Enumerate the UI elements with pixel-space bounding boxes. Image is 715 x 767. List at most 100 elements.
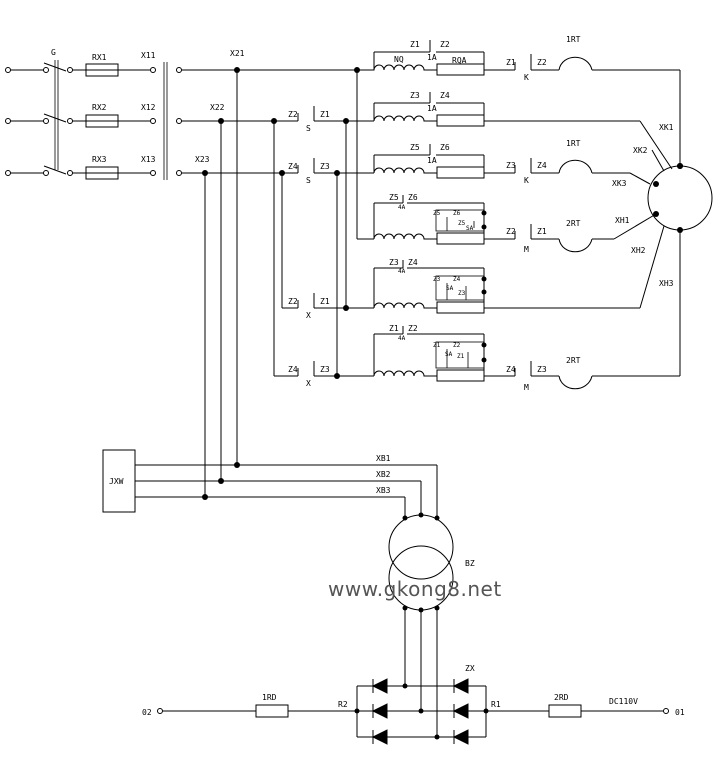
label-x22: X22 bbox=[210, 103, 225, 112]
label-row3-1a: 1A bbox=[427, 156, 437, 165]
label-zx: ZX bbox=[465, 664, 475, 673]
label-row6-x: X bbox=[306, 379, 311, 388]
input-terminals bbox=[5, 67, 49, 176]
row5-contactor: Z2 Z1 X Z3 Z4 4A Z3 Z4 SA Z3 bbox=[288, 258, 640, 320]
label-row4-z5b: Z5 bbox=[458, 220, 466, 227]
diode-icon bbox=[452, 729, 469, 745]
label-row2-z1: Z1 bbox=[320, 110, 330, 119]
transformer-bz: BZ bbox=[388, 512, 475, 737]
label-x12: X12 bbox=[141, 103, 156, 112]
label-rx3: RX3 bbox=[92, 155, 107, 164]
row1-contactor: Z1 Z2 NQ 1A RQA Z1 Z2 K 1RT bbox=[357, 35, 683, 169]
label-row5-z1: Z1 bbox=[320, 297, 330, 306]
label-x11: X11 bbox=[141, 51, 156, 60]
label-x23: X23 bbox=[195, 155, 210, 164]
label-row1-1rt: 1RT bbox=[566, 35, 581, 44]
label-row6-4a: 4A bbox=[398, 335, 406, 342]
label-row3-k: K bbox=[524, 176, 529, 185]
label-xk2: XK2 bbox=[633, 146, 648, 155]
row2-contactor: Z2 Z1 S Z3 Z4 1A XK1 bbox=[274, 91, 674, 170]
label-x13: X13 bbox=[141, 155, 156, 164]
label-row6-z4: Z4 bbox=[288, 365, 298, 374]
label-rx2: RX2 bbox=[92, 103, 107, 112]
diode-icon bbox=[371, 703, 388, 719]
label-row4-zy: Z6 bbox=[453, 210, 461, 217]
row6-contactor: Z4 Z3 X Z1 Z2 4A Z1 Z2 SA Z1 Z4 Z3 M 2RT bbox=[288, 230, 681, 392]
label-row3-s: S bbox=[306, 176, 311, 185]
label-row6-z1b: Z1 bbox=[457, 353, 465, 360]
label-xh3: XH3 bbox=[659, 279, 674, 288]
label-row1-z2b: Z2 bbox=[537, 58, 547, 67]
row3-contactor: Z4 Z3 S Z5 Z6 1A Z3 Z4 K 1RT XK3 XK2 bbox=[282, 139, 665, 188]
label-row6-sa: SA bbox=[445, 351, 453, 358]
dc-output: 02 1RD 2RD DC110V 01 bbox=[142, 693, 685, 718]
label-r1: R1 bbox=[491, 700, 501, 709]
label-row5-z4: Z4 bbox=[408, 258, 418, 267]
label-row1-1a: 1A bbox=[427, 53, 437, 62]
label-xh2: XH2 bbox=[631, 246, 646, 255]
label-row1-z1b: Z1 bbox=[506, 58, 516, 67]
label-r2: R2 bbox=[338, 700, 348, 709]
label-row4-z5: Z5 bbox=[389, 193, 399, 202]
label-row3-1rt: 1RT bbox=[566, 139, 581, 148]
label-jxw: JXW bbox=[109, 477, 124, 486]
label-terminal-02: 02 bbox=[142, 708, 152, 717]
diode-icon bbox=[452, 678, 469, 694]
label-row4-z2: Z2 bbox=[506, 227, 516, 236]
label-row3-z5: Z5 bbox=[410, 143, 420, 152]
label-row3-z3: Z3 bbox=[320, 162, 330, 171]
label-2rd: 2RD bbox=[554, 693, 569, 702]
label-row5-4a: 4A bbox=[398, 268, 406, 275]
label-row3-z4: Z4 bbox=[288, 162, 298, 171]
label-row6-z3b: Z3 bbox=[537, 365, 547, 374]
diode-icon bbox=[371, 678, 388, 694]
label-row2-z3: Z3 bbox=[410, 91, 420, 100]
label-row4-4a: 4A bbox=[398, 204, 406, 211]
label-row5-z3: Z3 bbox=[389, 258, 399, 267]
label-row2-z2: Z2 bbox=[288, 110, 298, 119]
label-row2-s: S bbox=[306, 124, 311, 133]
label-row4-m: M bbox=[524, 245, 529, 254]
label-row1-k: K bbox=[524, 73, 529, 82]
diode-icon bbox=[452, 703, 469, 719]
switch-g: G bbox=[43, 48, 73, 176]
label-row6-m: M bbox=[524, 383, 529, 392]
row4-contactor: Z5 Z6 4A Z5 Z6 Z5 SA Z2 Z1 M 2RT XH1 XH2 bbox=[373, 193, 665, 309]
bus-taps: X21 X22 X23 bbox=[195, 49, 245, 500]
label-dc110v: DC110V bbox=[609, 697, 638, 706]
internal-buses bbox=[271, 67, 374, 379]
label-row6-z1: Z1 bbox=[389, 324, 399, 333]
label-row4-z1: Z1 bbox=[537, 227, 547, 236]
jxw-monitor: JXW XB1 XB2 XB3 bbox=[102, 449, 438, 517]
label-row6-z4b: Z4 bbox=[506, 365, 516, 374]
label-row5-zy: Z4 bbox=[453, 276, 461, 283]
label-row4-z6: Z6 bbox=[408, 193, 418, 202]
label-row4-zx: Z5 bbox=[433, 210, 441, 217]
label-row4-2rt: 2RT bbox=[566, 219, 581, 228]
label-rqa: RQA bbox=[452, 56, 467, 65]
label-row1-z1: Z1 bbox=[410, 40, 420, 49]
label-row6-zx: Z1 bbox=[433, 342, 441, 349]
label-xk3: XK3 bbox=[612, 179, 627, 188]
label-1rd: 1RD bbox=[262, 693, 277, 702]
label-row3-z3b: Z3 bbox=[506, 161, 516, 170]
label-xb2: XB2 bbox=[376, 470, 391, 479]
label-row2-z4: Z4 bbox=[440, 91, 450, 100]
watermark: www.gkong8.net bbox=[328, 577, 502, 601]
motor bbox=[647, 163, 713, 233]
terminal-block-x1: X11 X12 X13 bbox=[141, 51, 357, 180]
label-row3-z4b: Z4 bbox=[537, 161, 547, 170]
label-x21: X21 bbox=[230, 49, 245, 58]
diode-icon bbox=[371, 729, 388, 745]
label-xk1: XK1 bbox=[659, 123, 674, 132]
label-row5-z2: Z2 bbox=[288, 297, 298, 306]
label-xh1: XH1 bbox=[615, 216, 630, 225]
label-terminal-01: 01 bbox=[675, 708, 685, 717]
rectifier-zx: ZX R2 R1 bbox=[338, 664, 501, 745]
label-row5-x: X bbox=[306, 311, 311, 320]
label-row5-z3b: Z3 bbox=[458, 290, 466, 297]
label-row5-sa: SA bbox=[446, 285, 454, 292]
label-row1-z2: Z2 bbox=[440, 40, 450, 49]
label-row6-z2: Z2 bbox=[408, 324, 418, 333]
